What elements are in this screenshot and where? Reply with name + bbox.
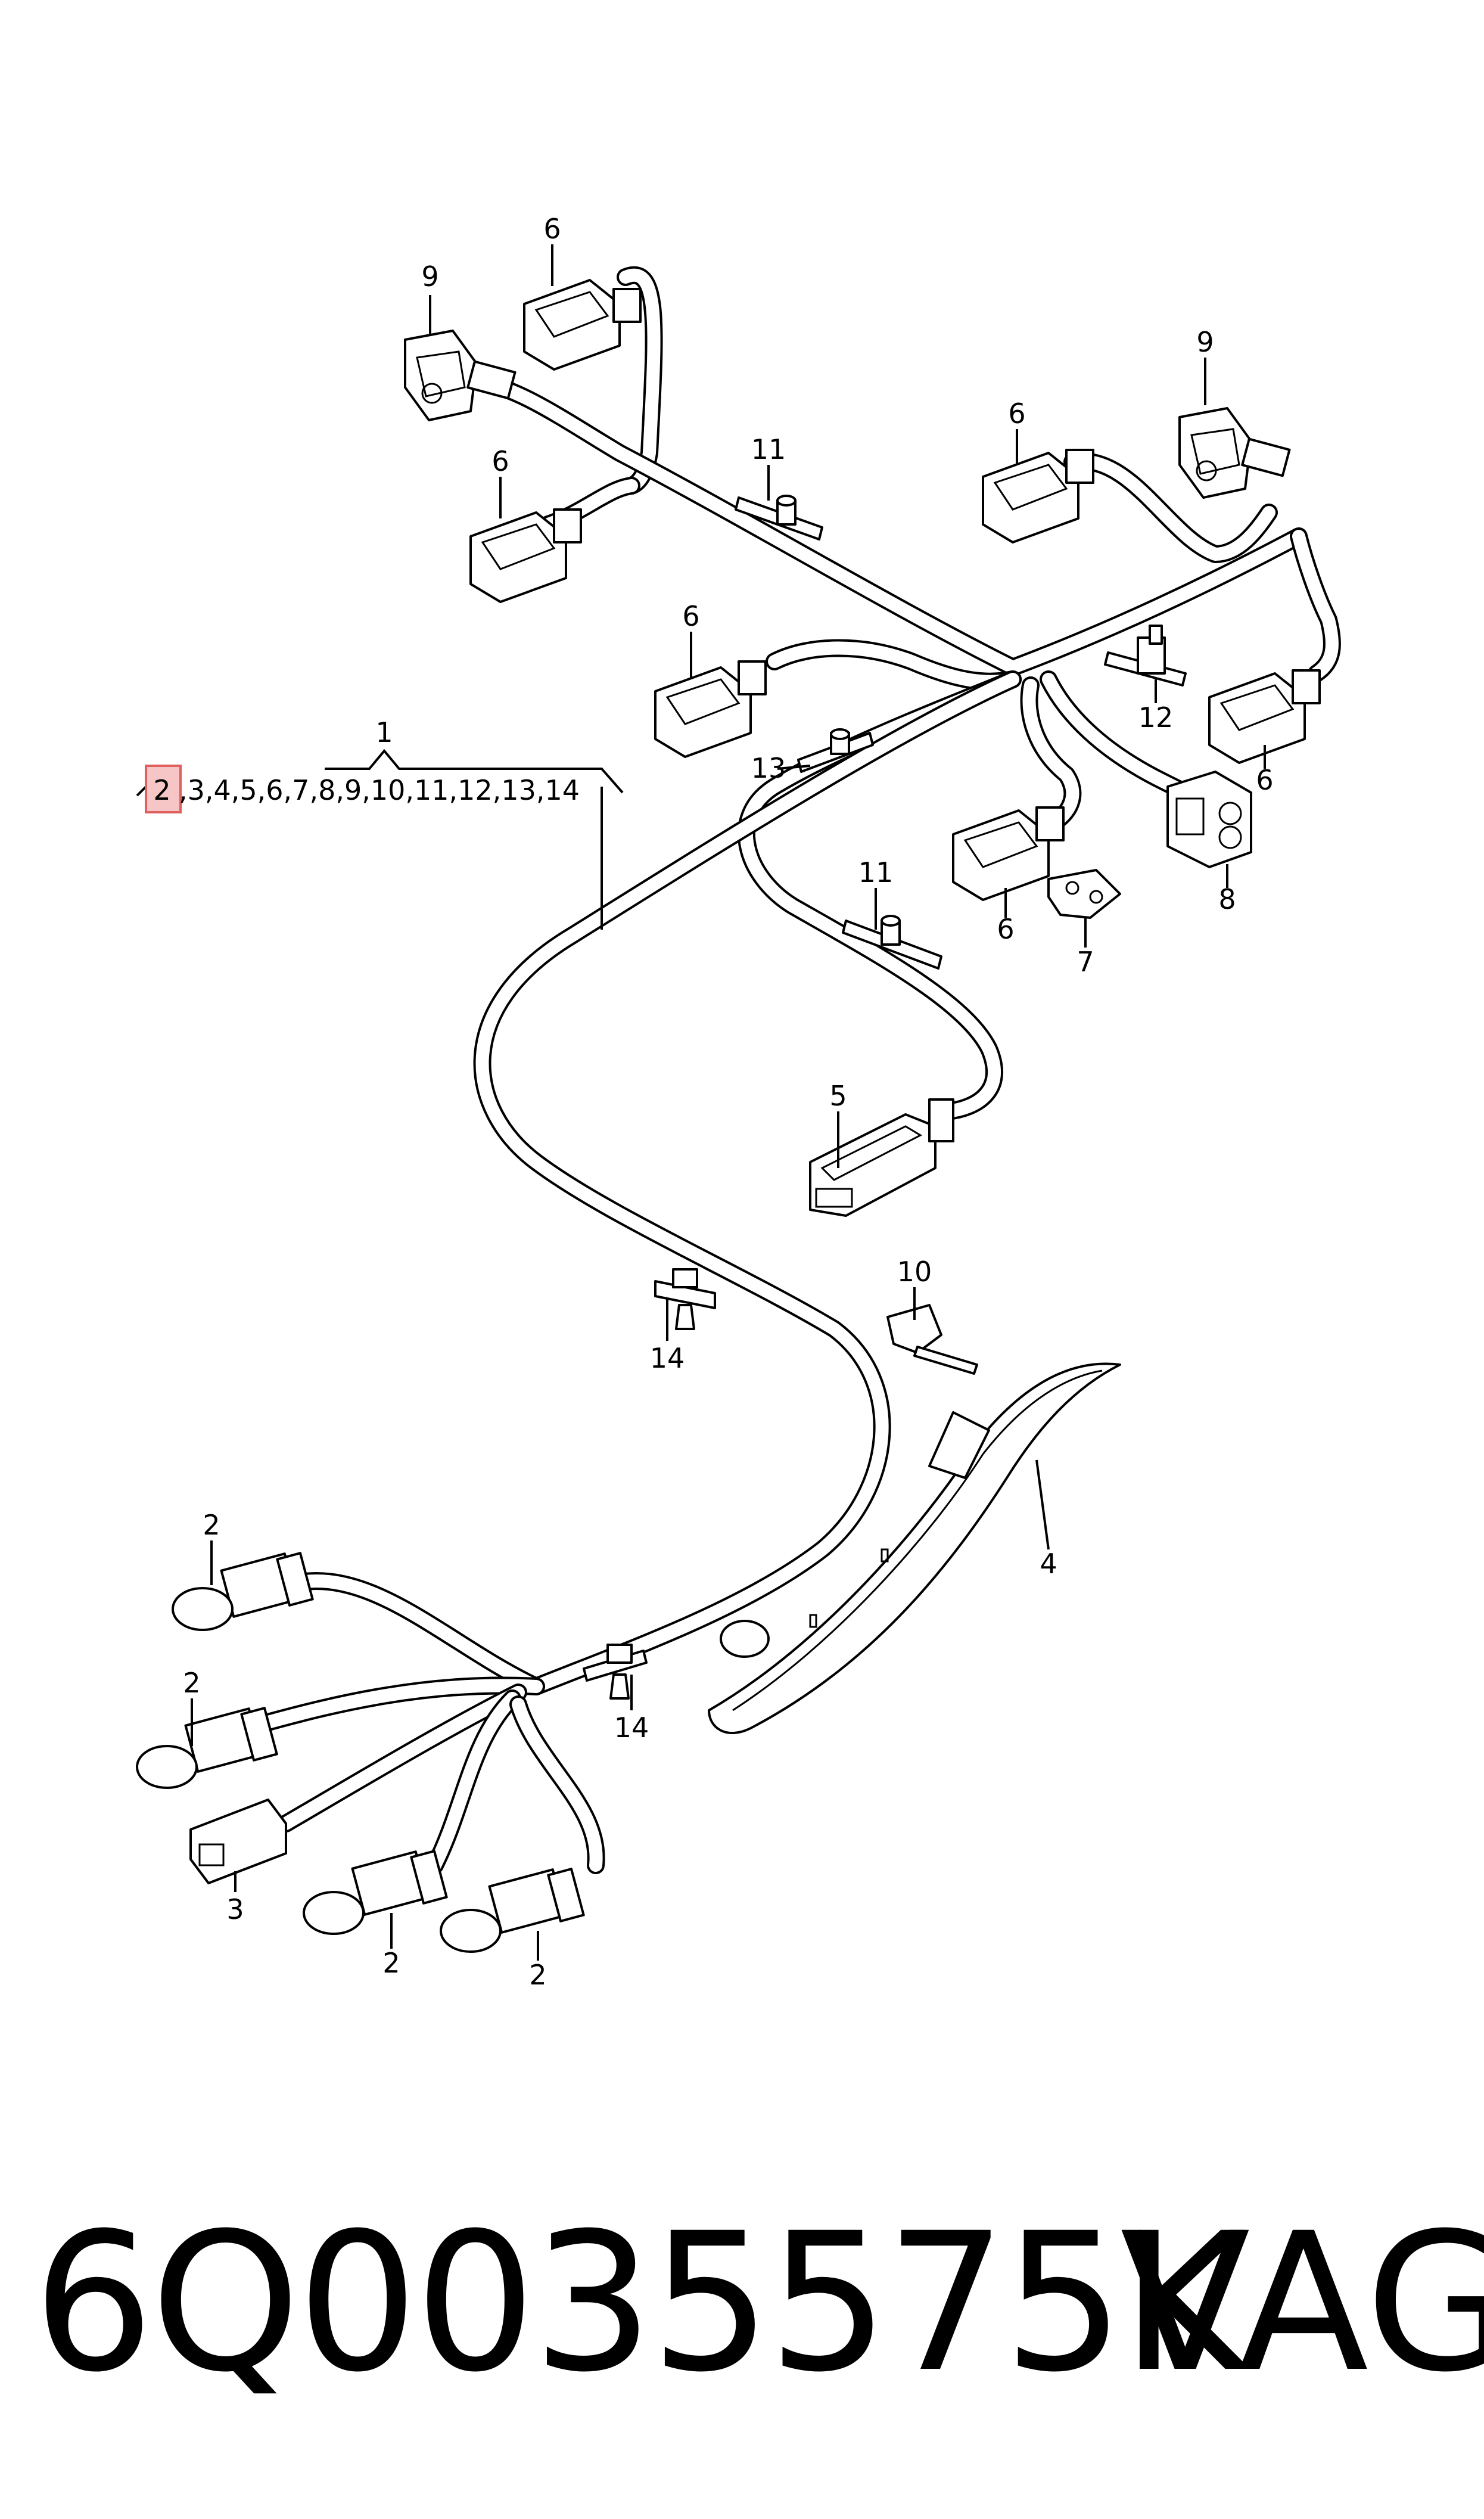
clip-12 [1104,625,1187,687]
clip-11-lower [842,915,942,970]
assembly-highlight-item: 2 [153,774,170,806]
connector-8 [1166,771,1252,868]
connector-9-upper-left [404,330,517,421]
callout-12: 12 [1138,701,1174,734]
callout-7: 7 [1077,946,1094,978]
connector-2-b [136,1707,278,1789]
clip-14-lower [583,1644,648,1700]
leader-lines [136,244,1266,1961]
callout-9-upper-left: 9 [421,260,438,293]
connector-6-upper-left-lower [469,508,582,603]
callout-6-upper-right: 6 [1008,397,1025,430]
connector-5 [809,1098,954,1217]
callout-6-lower-middle: 6 [997,913,1014,945]
callout-2-b: 2 [183,1667,200,1699]
callout-3: 3 [226,1893,244,1925]
callout-2-a: 2 [203,1509,220,1541]
connector-2-d [440,1868,585,1953]
harness-wires [259,266,1341,1874]
clip-14-upper [654,1268,716,1330]
callout-11-upper: 11 [751,433,786,465]
connector-9-upper-right [1178,407,1291,499]
connector-6-upper-right [982,449,1094,543]
part-number: 6Q0035575K [33,2192,1246,2414]
callout-9-upper-right: 9 [1196,326,1214,358]
callout-1: 1 [375,716,393,748]
brand-label: VAG [1120,2192,1484,2414]
callout-11-lower: 11 [858,856,894,889]
connector-6-middle [654,660,767,758]
clip-11-upper [735,495,823,541]
connector-2-c [303,1850,448,1935]
connector-6-lower-middle [952,806,1065,901]
callout-5: 5 [829,1080,847,1112]
callout-6-middle: 6 [682,600,699,632]
clip-10 [886,1304,978,1375]
callout-14-lower: 14 [614,1712,649,1744]
callout-6-top: 6 [543,213,561,245]
callout-4: 4 [1040,1548,1057,1580]
callout-14-upper: 14 [650,1342,685,1374]
callout-2-c: 2 [382,1947,400,1979]
connector-3 [189,1799,287,1884]
rail-4 [708,1362,1121,1735]
callout-2-d: 2 [529,1959,546,1991]
assembly-contents: 2 ,3,4,5,6,7,8,9,10,11,12,13,14 [145,765,580,813]
callout-6-upper-left: 6 [491,445,509,477]
callout-10: 10 [897,1256,932,1288]
callout-6-right: 6 [1256,764,1273,796]
connector-6-right [1208,669,1321,764]
callout-labels: 9 6 6 11 6 9 6 1 12 6 13 8 6 7 11 5 14 1… [183,213,1273,1991]
callout-13: 13 [751,752,786,784]
connector-6-top [523,279,642,371]
clip-7 [1047,869,1121,919]
connector-2-a [172,1552,314,1631]
assembly-item-list: ,3,4,5,6,7,8,9,10,11,12,13,14 [179,774,580,806]
highlight-box [145,765,182,813]
callout-8: 8 [1218,883,1236,915]
